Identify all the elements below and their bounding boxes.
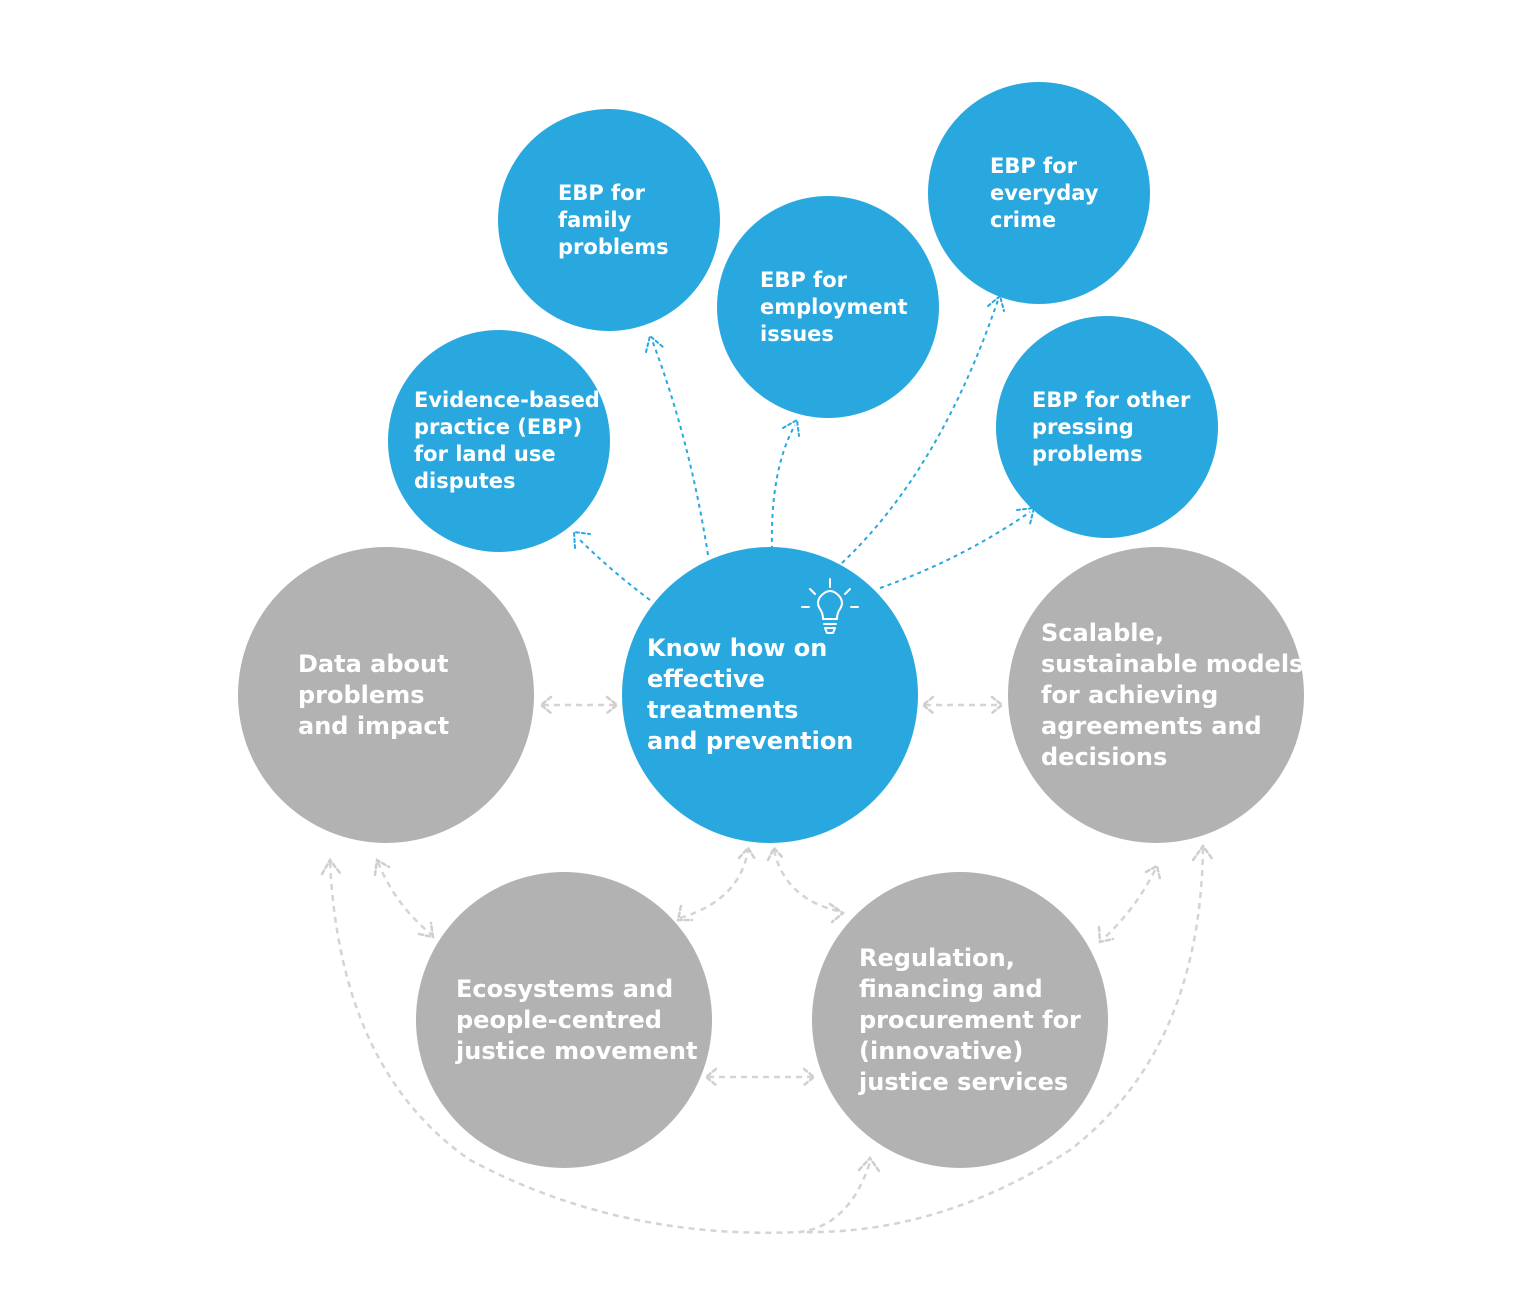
node-ebp-other: EBP for other pressing problems [996,316,1218,538]
node-ebp-land: Evidence-based practice (EBP) for land u… [388,330,610,552]
node-ebp-family-label: EBP for family problems [558,180,669,259]
node-ebp-land-label: Evidence-based practice (EBP) for land u… [414,388,600,493]
arrow-to-land [577,537,651,601]
arrow-to-crime [841,299,999,564]
node-ecosystems: Ecosystems and people-centred justice mo… [416,872,712,1168]
arrow-to-other [879,511,1031,589]
node-data: Data about problems and impact [238,547,534,843]
arrow-to-employment [770,424,796,551]
arrow-data-ecosystems [376,861,433,936]
arrow-center-regulation [772,849,843,914]
node-scalable: Scalable, sustainable models for achievi… [1008,547,1304,843]
node-ebp-employment-label: EBP for employment issues [760,267,908,346]
arrow-center-ecosystems [679,849,750,920]
node-ebp-crime-label: EBP for everyday crime [990,153,1099,232]
arrow-scalable-regulation [1101,869,1157,941]
node-center: Know how on effective treatments and pre… [622,547,918,843]
enabler-arrows [320,695,1215,1234]
node-ebp-other-label: EBP for other pressing problems [1032,387,1191,466]
arrow-scalable-outer [799,847,1205,1234]
node-scalable-label: Scalable, sustainable models for achievi… [1041,618,1304,771]
arrow-data-regulation-outer [328,861,872,1234]
node-regulation: Regulation, financing and procurement fo… [812,872,1108,1168]
node-ecosystems-label: Ecosystems and people-centred justice mo… [456,974,698,1065]
arrow-head-employment [782,418,800,437]
node-ebp-crime: EBP for everyday crime [928,82,1150,304]
arrow-head-land [572,530,591,549]
node-ebp-employment: EBP for employment issues [717,196,939,418]
node-regulation-label: Regulation, financing and procurement fo… [859,943,1081,1096]
node-data-label: Data about problems and impact [298,649,450,740]
lightbulb-icon [801,578,859,634]
node-center-label: Know how on effective treatments and pre… [647,634,854,755]
node-ebp-family: EBP for family problems [498,109,720,331]
arrow-to-family [651,339,709,556]
arrow-head-family [645,334,664,353]
